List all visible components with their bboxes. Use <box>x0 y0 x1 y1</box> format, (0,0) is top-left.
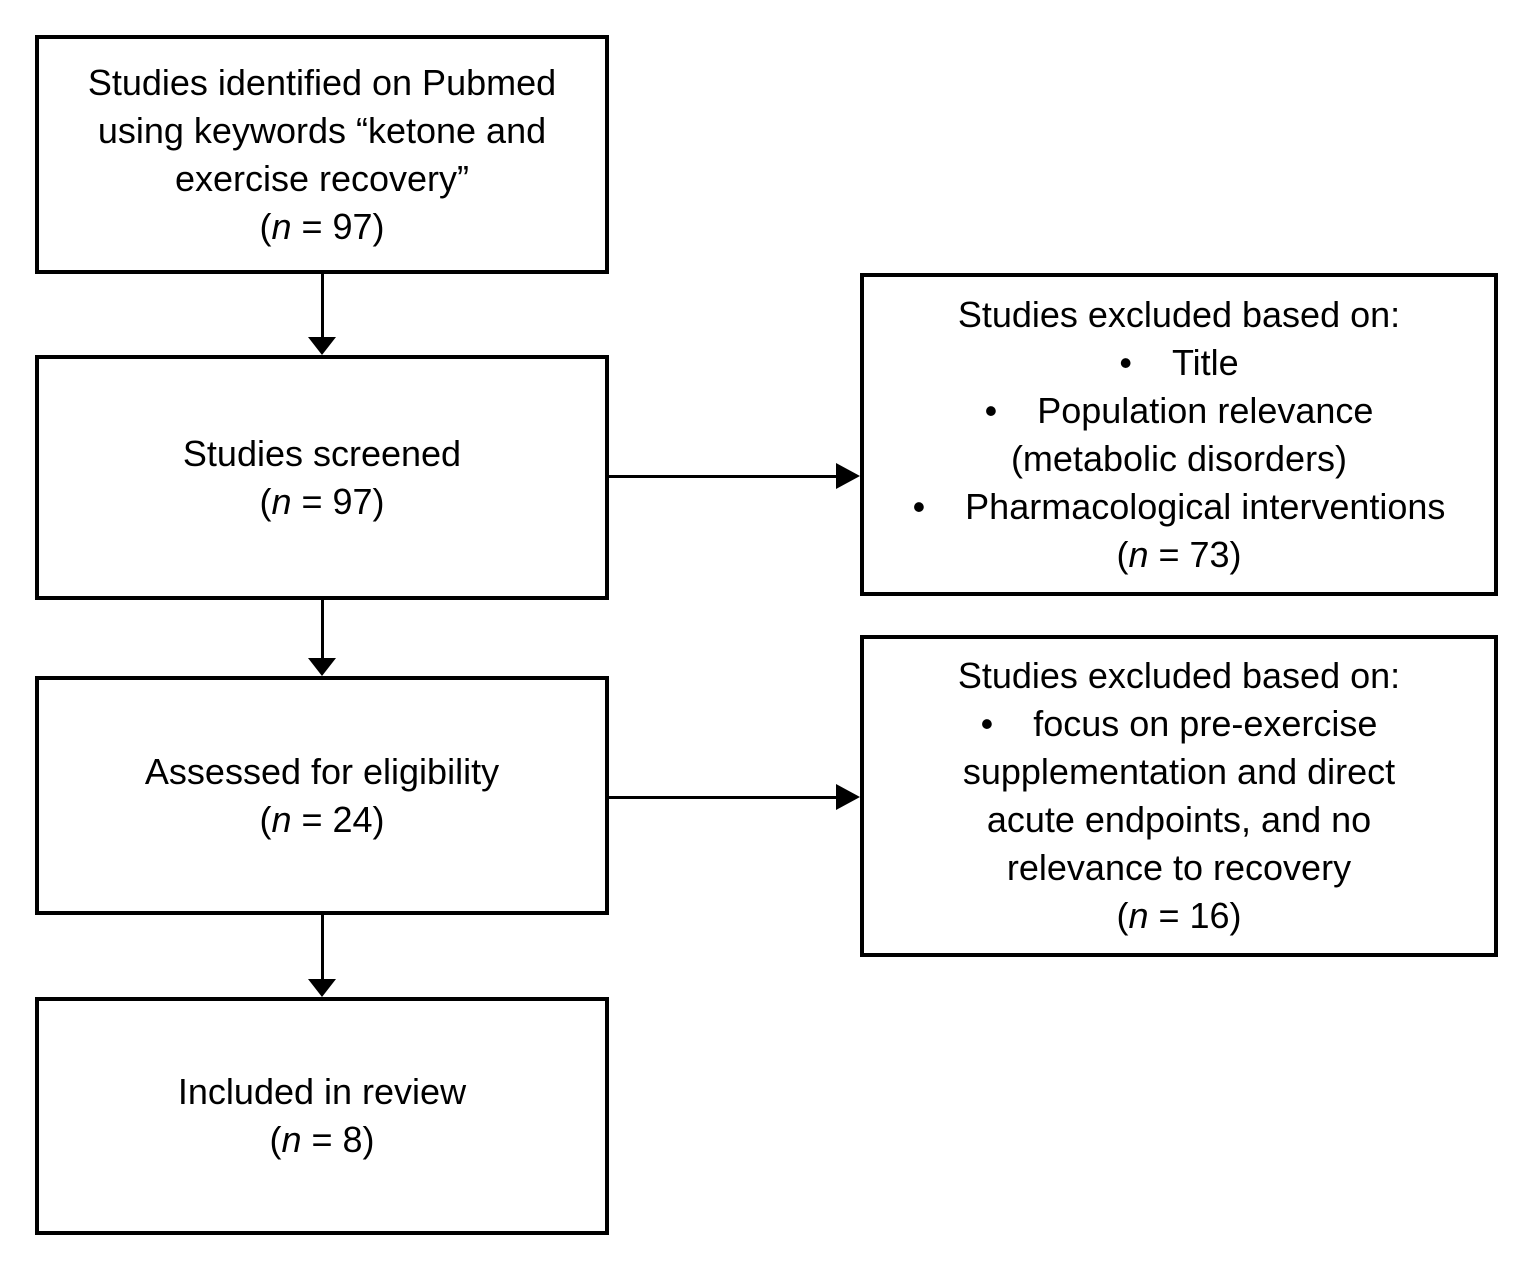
box-text-line: using keywords “ketone and <box>97 109 547 151</box>
bullet-item: • Population relevance <box>985 387 1374 435</box>
exclusion-title: Studies excluded based on: <box>957 293 1401 335</box>
box-text-line: Included in review <box>177 1071 467 1112</box>
bullet-continuation: acute endpoints, and no <box>986 799 1372 840</box>
count-value: = 16) <box>1148 895 1242 936</box>
count-line: (n = 8) <box>269 1116 374 1164</box>
bullet-text: Pharmacological interventions <box>965 485 1446 527</box>
count-variable: n <box>1128 533 1149 575</box>
flow-box-screened: Studies screened (n = 97) <box>35 355 609 600</box>
count-value: = 24) <box>291 798 385 840</box>
box-text-line: Studies screened <box>182 432 462 474</box>
arrowhead-down-icon <box>308 658 336 676</box>
bullet-marker: • <box>980 703 994 744</box>
bullet-item: • Pharmacological interventions <box>913 483 1446 531</box>
box-text-line: Assessed for eligibility <box>144 750 500 792</box>
exclusion-title: Studies excluded based on: <box>957 655 1401 696</box>
bullet-continuation: (metabolic disorders) <box>1010 437 1348 479</box>
count-line: (n = 16) <box>1116 892 1241 940</box>
count-line: (n = 24) <box>259 796 384 844</box>
count-variable: n <box>271 798 292 840</box>
arrowhead-down-icon <box>308 979 336 997</box>
count-line: (n = 73) <box>1116 531 1241 579</box>
count-variable: n <box>271 205 292 247</box>
exclusion-box-eligibility: Studies excluded based on: • focus on pre… <box>860 635 1498 957</box>
bullet-text: focus on pre-exercise <box>1033 703 1378 744</box>
box-text-line: exercise recovery” <box>174 157 470 199</box>
count-value: = 8) <box>301 1119 375 1160</box>
flow-box-identified: Studies identified on Pubmed using keywo… <box>35 35 609 274</box>
bullet-continuation: supplementation and direct <box>962 751 1396 792</box>
flow-box-eligibility: Assessed for eligibility (n = 24) <box>35 676 609 915</box>
arrowhead-right-icon <box>836 463 860 489</box>
bullet-marker: • <box>1119 341 1132 383</box>
count-line: (n = 97) <box>259 203 384 251</box>
arrow-line <box>321 915 324 979</box>
count-value: = 73) <box>1148 533 1242 575</box>
count-value: = 97) <box>291 205 385 247</box>
count-value: = 97) <box>291 480 385 522</box>
arrowhead-right-icon <box>836 784 860 810</box>
arrowhead-down-icon <box>308 337 336 355</box>
count-open: ( <box>1116 895 1129 936</box>
bullet-item: • Title <box>1119 339 1238 387</box>
bullet-marker: • <box>984 389 998 431</box>
bullet-marker: • <box>912 485 926 527</box>
box-text-line: Studies identified on Pubmed <box>87 61 557 103</box>
bullet-text: Title <box>1171 341 1239 383</box>
count-open: ( <box>259 480 272 522</box>
count-variable: n <box>271 480 292 522</box>
bullet-continuation: relevance to recovery <box>1006 847 1352 888</box>
count-open: ( <box>269 1119 282 1160</box>
count-variable: n <box>281 1119 302 1160</box>
arrow-line <box>608 475 838 478</box>
count-line: (n = 97) <box>259 478 384 526</box>
count-open: ( <box>1116 533 1129 575</box>
arrow-line <box>321 273 324 337</box>
bullet-item: • focus on pre-exercise <box>981 700 1378 748</box>
exclusion-box-screening: Studies excluded based on: • Title • Popul… <box>860 273 1498 596</box>
count-open: ( <box>259 205 272 247</box>
count-variable: n <box>1128 895 1149 936</box>
count-open: ( <box>259 798 272 840</box>
flow-box-included: Included in review (n = 8) <box>35 997 609 1235</box>
arrow-line <box>608 796 838 799</box>
bullet-text: Population relevance <box>1037 389 1374 431</box>
arrow-line <box>321 600 324 658</box>
